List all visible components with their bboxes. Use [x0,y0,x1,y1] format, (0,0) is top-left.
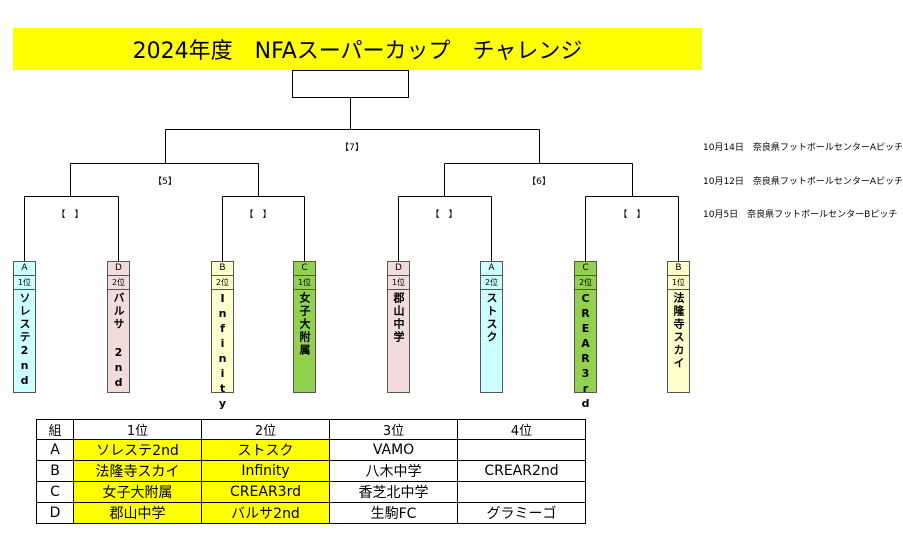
table-cell: Infinity [201,460,330,482]
team-group: B [212,262,233,276]
team-rank: 2位 [108,276,129,290]
team-slot: A 1位 ソレステ2nd [13,261,36,393]
table-cell: 香芝北中学 [329,481,458,503]
team-slot: D 2位 バルサ 2nd [107,261,130,393]
team-name: バルサ 2nd [112,292,125,391]
table-cell: 法隆寺スカイ [73,460,202,482]
table-cell: 生駒FC [329,502,458,524]
team-name: 女子大附属 [298,292,311,357]
team-name: ストスク [485,292,498,344]
table-cell: A [36,439,74,461]
schedule-semis: 10月12日 奈良県フットボールセンターAピッチ [703,177,903,187]
table-header-row: 組 1位 2位 3位 4位 [36,419,586,440]
champion-box [292,70,409,98]
schedule-quarterfinals: 10月5日 奈良県フットボールセンターBピッチ [703,210,898,220]
header-cell: 組 [36,419,74,440]
team-name: 郡山中学 [392,292,405,344]
table-cell: 八木中学 [329,460,458,482]
match-label-qf-4: 【 】 [618,210,646,220]
header-cell: 1位 [73,419,202,440]
table-row: C 女子大附属 CREAR3rd 香芝北中学 [36,481,586,503]
table-cell: VAMO [329,439,458,461]
match-label-qf-3: 【 】 [430,210,458,220]
team-group: B [668,262,689,276]
team-slot: B 2位 Infinity [211,261,234,412]
team-slot: D 1位 郡山中学 [387,261,410,393]
team-rank: 2位 [212,276,233,290]
table-row: D 郡山中学 バルサ2nd 生駒FC グラミーゴ [36,502,586,524]
team-group: A [481,262,502,276]
table-row: A ソレステ2nd ストスク VAMO [36,439,586,461]
table-cell: CREAR2nd [457,460,586,482]
match-label-semi-right: 【6】 [527,177,551,187]
table-cell [457,481,586,503]
header-cell: 2位 [201,419,330,440]
team-rank: 1位 [668,276,689,290]
team-group: D [108,262,129,276]
table-cell: グラミーゴ [457,502,586,524]
match-label-qf-1: 【 】 [56,210,84,220]
table-cell: 郡山中学 [73,502,202,524]
table-cell: ストスク [201,439,330,461]
team-name: CREAR3rd [579,292,592,412]
table-cell: D [36,502,74,524]
table-cell: B [36,460,74,482]
team-group: C [575,262,596,276]
match-label-qf-2: 【 】 [244,210,272,220]
table-cell: C [36,481,74,503]
table-cell: バルサ2nd [201,502,330,524]
team-slot: A 2位 ストスク [480,261,503,393]
team-rank: 2位 [481,276,502,290]
page-title: 2024年度 NFAスーパーカップ チャレンジ [13,28,702,70]
match-label-semi-left: 【5】 [153,177,177,187]
match-label-final: 【7】 [340,143,364,153]
team-rank: 1位 [388,276,409,290]
team-slot: B 1位 法隆寺スカイ [667,261,690,393]
team-rank: 1位 [14,276,35,290]
group-results-table: 組 1位 2位 3位 4位 A ソレステ2nd ストスク VAMO B 法隆寺ス… [36,419,586,524]
team-group: C [294,262,315,276]
table-cell: 女子大附属 [73,481,202,503]
team-rank: 2位 [575,276,596,290]
team-name: Infinity [216,292,229,412]
table-row: B 法隆寺スカイ Infinity 八木中学 CREAR2nd [36,460,586,482]
schedule-final: 10月14日 奈良県フットボールセンターAピッチ [703,143,903,153]
team-name: 法隆寺スカイ [672,292,685,370]
team-group: D [388,262,409,276]
table-cell: CREAR3rd [201,481,330,503]
team-slot: C 1位 女子大附属 [293,261,316,393]
header-cell: 3位 [329,419,458,440]
table-cell: ソレステ2nd [73,439,202,461]
team-rank: 1位 [294,276,315,290]
team-slot: C 2位 CREAR3rd [574,261,597,412]
table-cell [457,439,586,461]
header-cell: 4位 [457,419,586,440]
team-group: A [14,262,35,276]
team-name: ソレステ2nd [18,292,31,389]
